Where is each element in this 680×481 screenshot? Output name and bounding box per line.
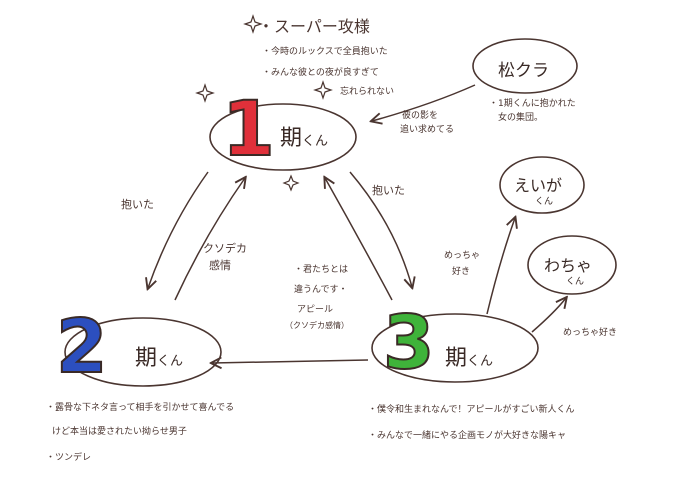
gen1-label: 期くん xyxy=(280,126,329,151)
sparkle-icon xyxy=(195,14,333,192)
gen2-numeral: 2 xyxy=(56,304,108,390)
eiga-label: えいが xyxy=(514,176,563,195)
gen2-note-2: けど本当は愛されたい拗らせ男子 xyxy=(52,427,187,437)
arrow-matsu-to-gen1 xyxy=(372,84,476,121)
matsukura-note-1: ・1期くんに抱かれた xyxy=(489,99,576,109)
arrow-matsu-label-2: 追い求めてる xyxy=(400,125,455,135)
gen3-note-2: ・みんなで一緒にやる企画モノが大好きな陽キャ xyxy=(368,431,567,441)
arrow-gen1-to-gen2 xyxy=(148,171,209,288)
gen2-bubble xyxy=(64,317,222,387)
gen1-bubble xyxy=(209,103,357,171)
arrow-3to1-label-4: （クソデカ感情） xyxy=(285,321,349,330)
wacha-suffix: くん xyxy=(566,277,585,287)
gen1-note-1: ・今時のルックスで全員抱いた xyxy=(262,47,388,57)
arrow-1to2-label: 抱いた xyxy=(121,198,154,211)
gen3-bubble xyxy=(371,313,539,383)
arrow-3to1-label-3: アピール xyxy=(297,305,334,315)
eiga-bubble xyxy=(499,156,585,214)
arrow-gen3-to-eiga xyxy=(486,218,515,315)
gen1-note-3: 忘れられない xyxy=(340,87,395,97)
arrow-gen1-to-gen3 xyxy=(349,171,412,287)
gen3-numeral: 3 xyxy=(383,300,435,386)
gen2-label: 期くん xyxy=(135,346,184,371)
gen2-suffix: くん xyxy=(157,354,184,369)
arrow-matsu-label-1: 彼の影を xyxy=(402,111,439,121)
arrow-gen3-to-gen2 xyxy=(212,360,369,363)
gen1-suffix: くん xyxy=(302,134,329,149)
arrow-2to1-label-1: クソデカ xyxy=(203,242,247,255)
matsukura-label: 松クラ xyxy=(498,61,549,81)
arrow-gen2-to-gen1 xyxy=(174,178,245,301)
arrow-3to1-label-1: ・君たちとは xyxy=(294,265,349,275)
matsukura-bubble xyxy=(472,38,578,94)
gen3-suffix: くん xyxy=(467,354,494,369)
gen3-label: 期くん xyxy=(445,346,494,371)
wacha-bubble xyxy=(527,235,617,295)
gen3-note-1: ・僕令和生まれなんで！アピールがすごい新人くん xyxy=(368,405,575,415)
arrow-3to1-label-2: 違うんです・ xyxy=(294,285,348,295)
gen2-note-1: ・露骨な下ネタ言って相手を引かせて喜んでる xyxy=(46,403,235,413)
wacha-label: わちゃ xyxy=(544,256,593,275)
gen1-numeral: 1 xyxy=(222,84,275,173)
gen1-note-2: ・みんな彼との夜が良すぎて xyxy=(262,68,379,78)
eiga-suffix: くん xyxy=(535,197,554,207)
arrow-3toeiga-label-1: めっちゃ xyxy=(444,251,481,261)
arrow-1to3-label: 抱いた xyxy=(372,184,405,197)
arrow-3towacha-label: めっちゃ好き xyxy=(563,328,618,338)
diagram-title: ・スーパー攻様 xyxy=(258,17,370,36)
arrow-gen3-to-wacha xyxy=(531,298,566,333)
arrow-3toeiga-label-2: 好き xyxy=(452,267,471,277)
arrow-gen3-to-gen1 xyxy=(325,178,393,301)
arrow-2to1-label-2: 感情 xyxy=(209,259,231,272)
gen2-note-3: ・ツンデレ xyxy=(46,453,92,463)
matsukura-note-2: 女の集団。 xyxy=(498,113,544,123)
